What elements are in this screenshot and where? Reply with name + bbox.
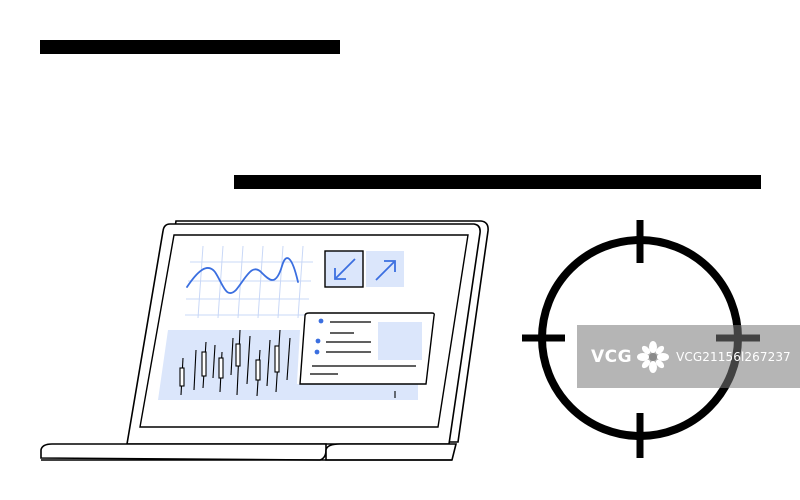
watermark-flower-icon [637, 340, 670, 373]
watermark-id: VCG21156l267237 [676, 349, 791, 364]
chart-grid [185, 245, 313, 319]
arrow-collapse-icon [324, 250, 364, 288]
line-chart-series [186, 257, 299, 294]
laptop-base-right [325, 443, 458, 461]
watermark-logo: VCG [591, 346, 633, 367]
laptop-base [40, 443, 327, 461]
subtitle-placeholder-bar [234, 175, 761, 189]
info-card [299, 312, 435, 385]
watermark: VCG VCG21156l267237 [577, 325, 800, 388]
arrow-expand-icon [366, 251, 404, 287]
candlestick-panel-right [296, 384, 418, 400]
title-placeholder-bar [40, 40, 340, 54]
candlestick-bars [179, 329, 291, 397]
candlestick-panel [158, 330, 300, 400]
